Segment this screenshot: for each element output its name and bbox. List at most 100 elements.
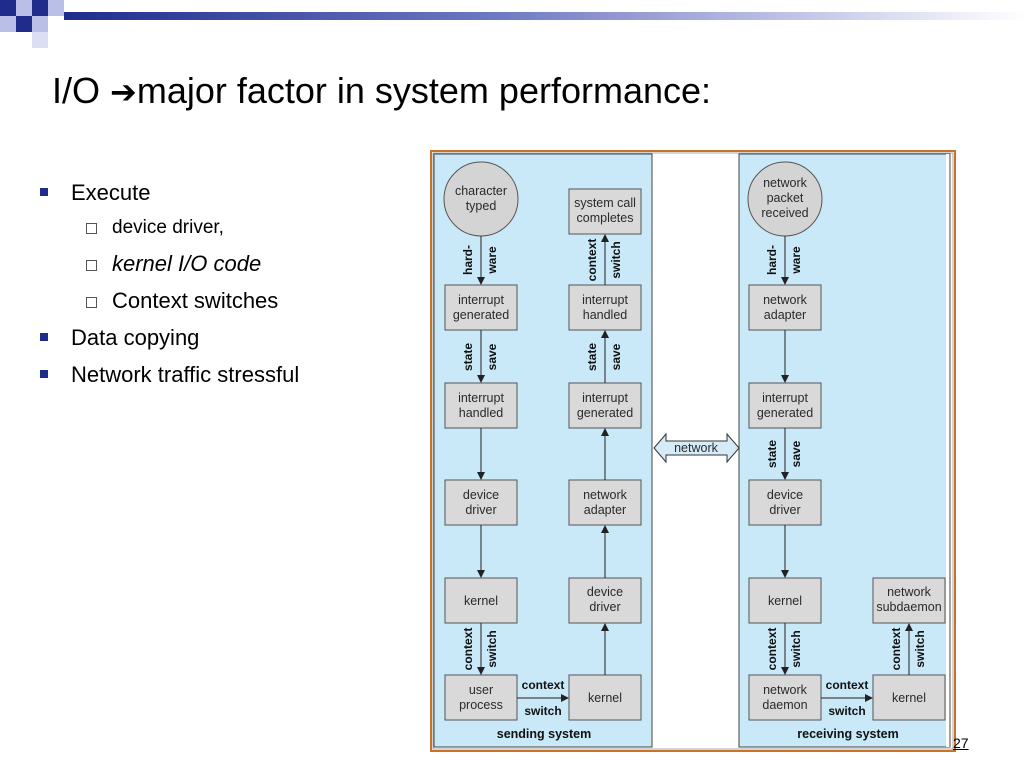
node-user-process: user process <box>444 674 518 721</box>
svg-text:interrupt: interrupt <box>762 391 808 405</box>
node-kernel-2: kernel <box>568 674 642 721</box>
title-text: major factor in system performance: <box>136 70 712 111</box>
corner-square-4 <box>48 0 64 16</box>
svg-text:kernel: kernel <box>464 594 498 608</box>
edge-label-save: save <box>485 343 499 370</box>
svg-text:completes: completes <box>577 211 634 225</box>
svg-text:packet: packet <box>767 191 804 205</box>
node-interrupt-generated-2: interrupt generated <box>568 382 642 429</box>
node-network-adapter-r: network adapter <box>748 284 822 331</box>
svg-text:user: user <box>469 683 493 697</box>
svg-text:received: received <box>761 206 808 220</box>
svg-text:kernel: kernel <box>768 594 802 608</box>
corner-square-3 <box>32 0 48 16</box>
svg-text:driver: driver <box>769 503 800 517</box>
svg-text:generated: generated <box>453 308 509 322</box>
svg-text:process: process <box>459 698 503 712</box>
edge-label-save: save <box>609 343 623 370</box>
node-network-subdaemon: network subdaemon <box>872 577 946 624</box>
svg-text:network: network <box>763 293 808 307</box>
node-interrupt-generated: interrupt generated <box>444 284 518 331</box>
edge-label-hard: hard- <box>765 245 779 275</box>
page-number: 27 <box>953 735 969 751</box>
node-kernel-r2: kernel <box>872 674 946 721</box>
edge-label-state: state <box>585 343 599 371</box>
sending-system-label: sending system <box>497 727 591 741</box>
receiving-system-label: receiving system <box>797 727 898 741</box>
edge-label-context: context <box>889 628 903 671</box>
node-network-adapter: network adapter <box>568 479 642 526</box>
corner-square-5 <box>0 16 16 32</box>
corner-square-1 <box>0 0 16 16</box>
svg-text:interrupt: interrupt <box>582 293 628 307</box>
node-device-driver-2: device driver <box>568 577 642 624</box>
svg-text:driver: driver <box>589 600 620 614</box>
corner-square-2 <box>16 0 32 16</box>
svg-text:device: device <box>463 488 499 502</box>
hollow-square-bullet-icon <box>86 297 97 308</box>
corner-square-6 <box>16 16 32 32</box>
node-device-driver: device driver <box>444 479 518 526</box>
edge-label-switch: switch <box>913 630 927 667</box>
edge-label-ware: ware <box>789 246 803 275</box>
edge-label-context: context <box>461 628 475 671</box>
node-system-call-completes: system call completes <box>568 188 642 235</box>
square-bullet-icon <box>40 333 48 341</box>
node-character-typed: character typed <box>443 161 519 237</box>
edge-label-ware: ware <box>485 246 499 275</box>
corner-decoration <box>0 0 1024 60</box>
edge-label-state: state <box>461 343 475 371</box>
hollow-square-bullet-icon <box>86 223 97 234</box>
edge-label-switch: switch <box>485 630 499 667</box>
edge-label-hard: hard- <box>461 245 475 275</box>
edge-label-context: context <box>765 628 779 671</box>
edge-label-context: context <box>585 239 599 282</box>
node-interrupt-handled: interrupt handled <box>444 382 518 429</box>
svg-text:interrupt: interrupt <box>458 293 504 307</box>
node-device-driver-r: device driver <box>748 479 822 526</box>
node-kernel: kernel <box>444 577 518 624</box>
svg-text:kernel: kernel <box>892 691 926 705</box>
slide-title: I/O ➔major factor in system performance: <box>52 70 711 112</box>
edge-label-state: state <box>765 440 779 468</box>
square-bullet-icon <box>40 188 48 196</box>
node-interrupt-generated-r: interrupt generated <box>748 382 822 429</box>
node-network-packet-received: network packet received <box>747 161 823 237</box>
svg-text:device: device <box>587 585 623 599</box>
right-arrow-icon: ➔ <box>110 73 137 111</box>
svg-text:system call: system call <box>574 196 636 210</box>
svg-text:handled: handled <box>583 308 628 322</box>
svg-text:adapter: adapter <box>764 308 806 322</box>
svg-text:character: character <box>455 184 507 198</box>
edge-label-context: context <box>826 678 869 692</box>
svg-text:handled: handled <box>459 406 504 420</box>
corner-square-7 <box>32 16 48 32</box>
svg-text:generated: generated <box>757 406 813 420</box>
header-gradient-bar <box>64 12 1024 20</box>
svg-text:driver: driver <box>465 503 496 517</box>
edge-label-context: context <box>522 678 565 692</box>
edge-label-switch: switch <box>609 241 623 278</box>
corner-square-8 <box>32 32 48 48</box>
svg-text:network: network <box>583 488 628 502</box>
sending-system-panel <box>433 153 653 748</box>
square-bullet-icon <box>40 370 48 378</box>
svg-text:device: device <box>767 488 803 502</box>
edge-label-save: save <box>789 440 803 467</box>
node-kernel-r: kernel <box>748 577 822 624</box>
io-flow-diagram: sending system receiving system network … <box>430 150 956 752</box>
network-double-arrow <box>653 432 740 464</box>
svg-text:generated: generated <box>577 406 633 420</box>
title-prefix: I/O <box>52 70 111 111</box>
svg-text:network: network <box>887 585 932 599</box>
svg-text:typed: typed <box>466 199 497 213</box>
edge-label-switch: switch <box>789 630 803 667</box>
hollow-square-bullet-icon <box>86 260 97 271</box>
network-label: network <box>674 441 719 455</box>
svg-text:network: network <box>763 176 808 190</box>
svg-text:daemon: daemon <box>762 698 807 712</box>
svg-text:interrupt: interrupt <box>582 391 628 405</box>
svg-text:adapter: adapter <box>584 503 626 517</box>
edge-label-switch: switch <box>828 704 865 718</box>
edge-label-switch: switch <box>524 704 561 718</box>
